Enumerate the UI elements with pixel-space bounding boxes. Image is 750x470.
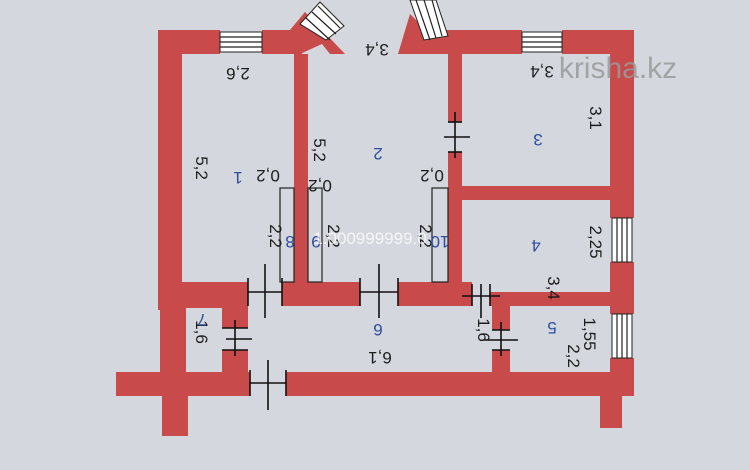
door-room5 [484,322,518,356]
room-number-8: 8 [285,232,294,251]
room-number-9: 9 [311,232,320,251]
door-room2 [359,264,399,318]
room5-length-label: 1,55 [580,317,599,350]
room1-width-label: 2,6 [226,64,250,83]
door-entrance [249,360,287,410]
room-numbers: 1 2 3 4 5 6 7 8 9 10 [197,130,556,339]
closet-10-outline [431,187,449,283]
closet9-length-label: 2,2 [324,224,343,248]
closet8-width-label: 0,2 [256,166,280,185]
door-room3 [444,112,470,158]
window-bay-left [299,1,345,41]
closet-9-outline [307,187,323,283]
corridor-length-label: 6,1 [368,348,392,367]
closet10-width-label: 0,2 [420,166,444,185]
closet9-width-label: 0,2 [308,176,332,195]
overlay-code: 1.000999999.0 [313,229,426,248]
doors [222,112,518,410]
room5-width-label: 2,2 [564,344,583,368]
room4-length-label: 2,25 [586,225,605,258]
window-right-room5 [611,313,633,359]
room3-width-label: 3,4 [530,62,554,81]
room4-width-label: 3,4 [544,276,563,300]
door-room7 [222,320,252,356]
room-number-3: 3 [533,130,542,149]
room7-width-label: 1,6 [192,320,211,344]
room-number-7: 7 [197,310,206,329]
corridor-width-label: 1,6 [474,318,493,342]
room2-width-label: 3,4 [365,40,389,59]
room1-length-label: 5,2 [192,156,211,180]
door-room1 [247,264,283,318]
closet-8-outline [279,187,295,283]
room-number-1: 1 [233,168,242,187]
room-number-2: 2 [373,144,382,163]
walls [116,12,634,436]
closet8-length-label: 2,2 [266,224,285,248]
closets [279,187,449,283]
dimension-labels: 2,6 5,2 3,4 5,2 3,4 3,1 3,4 2,25 2,2 1,5… [192,40,605,368]
room2-length-label: 5,2 [310,138,329,162]
window-bay-right [409,0,449,41]
watermark-logo: krisha.kz [559,52,677,85]
window-top-left [219,31,263,53]
windows [219,0,633,359]
room-number-6: 6 [373,320,382,339]
closet10-length-label: 2,2 [416,224,435,248]
door-room4 [462,284,500,318]
room3-length-label: 3,1 [586,106,605,130]
window-top-right [521,31,563,53]
room-number-4: 4 [531,236,540,255]
window-right-room4 [611,217,633,263]
room-number-5: 5 [547,318,556,337]
room-number-10: 10 [431,232,450,251]
